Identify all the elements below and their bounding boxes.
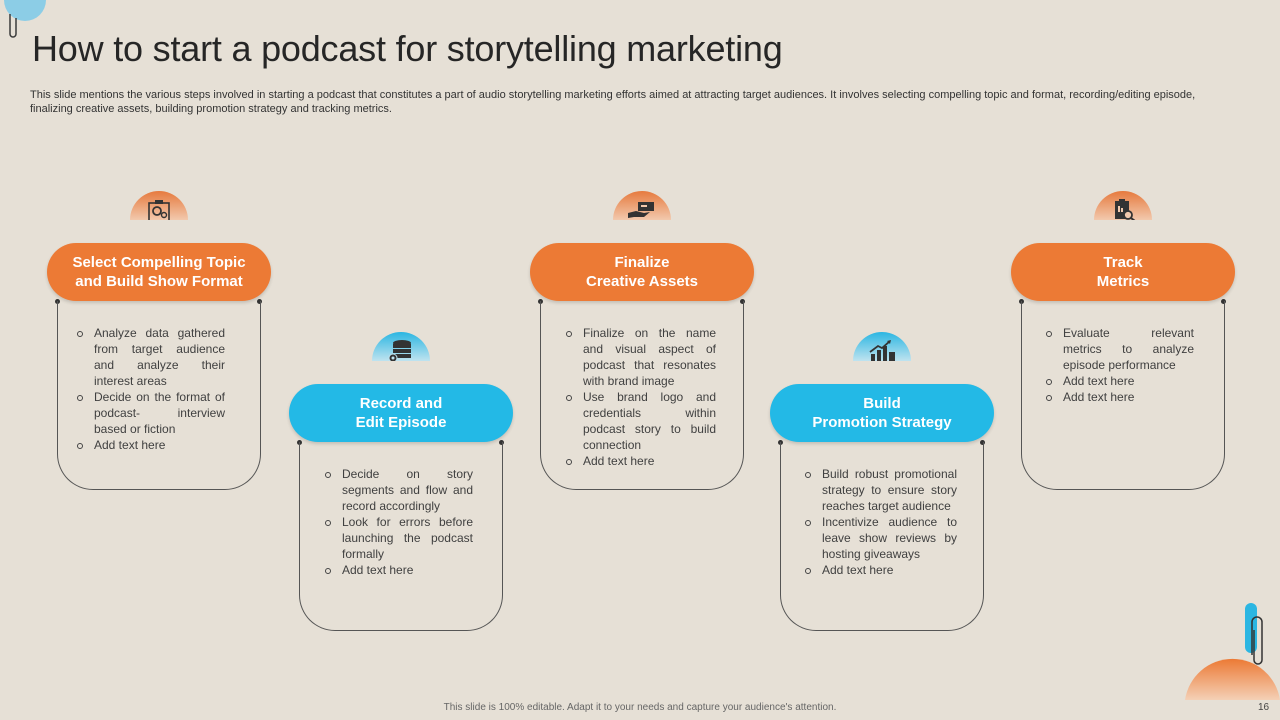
step-title-pill: Select Compelling Topic and Build Show F… xyxy=(47,243,271,301)
bullet-item: Add text here xyxy=(75,437,225,453)
step-bullets: Finalize on the name and visual aspect o… xyxy=(564,325,716,469)
step-title-pill: Build Promotion Strategy xyxy=(770,384,994,442)
bullet-item: Finalize on the name and visual aspect o… xyxy=(564,325,716,389)
step-title-pill: Finalize Creative Assets xyxy=(530,243,754,301)
step-frame xyxy=(1021,301,1225,490)
step-bullets: Analyze data gathered from target audien… xyxy=(75,325,225,453)
bullet-item: Look for errors before launching the pod… xyxy=(323,514,473,562)
step-title-pill: Track Metrics xyxy=(1011,243,1235,301)
database-gear-icon xyxy=(388,340,411,361)
bullet-item: Add text here xyxy=(1044,389,1194,405)
growth-chart-icon xyxy=(869,340,895,361)
bullet-item: Evaluate relevant metrics to analyze epi… xyxy=(1044,325,1194,373)
bullet-item: Decide on story segments and flow and re… xyxy=(323,466,473,514)
page-number: 16 xyxy=(1258,702,1270,713)
hand-card-icon xyxy=(628,202,654,218)
step-frame xyxy=(299,442,503,631)
slide-description: This slide mentions the various steps in… xyxy=(30,89,1196,115)
step-bullets: Evaluate relevant metrics to analyze epi… xyxy=(1044,325,1194,405)
step-title: Build Promotion Strategy xyxy=(812,395,952,431)
step-frame xyxy=(57,301,261,490)
bullet-item: Decide on the format of podcast- intervi… xyxy=(75,389,225,437)
step-title-pill: Record and Edit Episode xyxy=(289,384,513,442)
step-select-topic: Select Compelling Topic and Build Show F… xyxy=(47,191,271,491)
step-build-promotion: Build Promotion Strategy Build robust pr… xyxy=(770,332,994,632)
bullet-item: Add text here xyxy=(803,562,957,578)
step-bullets: Decide on story segments and flow and re… xyxy=(323,466,473,578)
bullet-item: Build robust promotional strategy to ens… xyxy=(803,466,957,514)
bullet-item: Use brand logo and credentials within po… xyxy=(564,389,716,453)
step-title: Track Metrics xyxy=(1096,254,1150,290)
slide-title: How to start a podcast for storytelling … xyxy=(32,28,783,69)
icon-cap xyxy=(1094,191,1152,220)
step-bullets: Build robust promotional strategy to ens… xyxy=(803,466,957,578)
step-record-edit: Record and Edit Episode Decide on story … xyxy=(289,332,513,632)
step-frame xyxy=(540,301,744,490)
report-magnifier-icon xyxy=(1115,199,1136,220)
bullet-item: Add text here xyxy=(564,453,716,469)
icon-cap xyxy=(613,191,671,220)
step-title: Record and Edit Episode xyxy=(355,395,447,431)
bullet-item: Incentivize audience to leave show revie… xyxy=(803,514,957,562)
decorative-bottom-right-shape xyxy=(1185,603,1280,700)
decorative-top-left-shape xyxy=(4,0,46,38)
slide-footer: This slide is 100% editable. Adapt it to… xyxy=(443,702,837,713)
bullet-item: Add text here xyxy=(1044,373,1194,389)
step-track-metrics: Track Metrics Evaluate relevant metrics … xyxy=(1011,191,1235,491)
step-title: Select Compelling Topic and Build Show F… xyxy=(72,254,246,290)
icon-cap xyxy=(130,191,188,220)
step-frame xyxy=(780,442,984,631)
step-title: Finalize Creative Assets xyxy=(585,254,698,290)
step-finalize-assets: Finalize Creative Assets Finalize on the… xyxy=(530,191,754,491)
bullet-item: Analyze data gathered from target audien… xyxy=(75,325,225,389)
bullet-item: Add text here xyxy=(323,562,473,578)
settings-document-icon xyxy=(148,200,170,220)
icon-cap xyxy=(372,332,430,361)
icon-cap xyxy=(853,332,911,361)
